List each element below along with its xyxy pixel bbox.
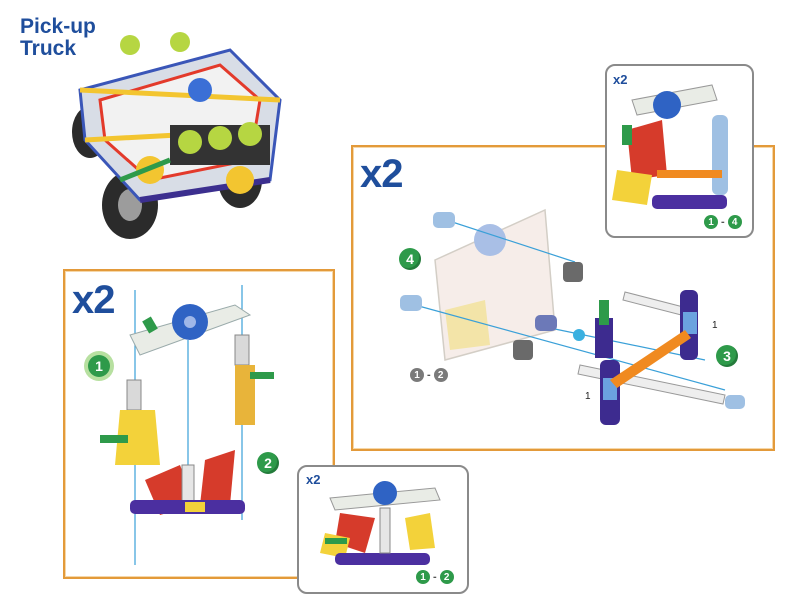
inset-right-range-dash: - bbox=[721, 216, 725, 228]
right-assembly-diagram bbox=[400, 208, 745, 425]
step-3-badge: 3 bbox=[716, 345, 738, 367]
inset-right-range-to: 4 bbox=[727, 215, 742, 229]
inset-left-diagram bbox=[320, 481, 441, 565]
multiplier-left: x2 bbox=[72, 278, 115, 322]
inset-multiplier-right: x2 bbox=[613, 72, 628, 87]
inset-right-diagram bbox=[612, 84, 728, 209]
part-label-a: 1 bbox=[712, 320, 718, 331]
multiplier-right: x2 bbox=[360, 152, 403, 196]
inset-left-step-range: 1 - 2 bbox=[416, 570, 454, 584]
inset-left-range-from: 1 bbox=[416, 570, 430, 584]
ref-range-from: 1 bbox=[410, 368, 424, 382]
page-title: Pick-up Truck bbox=[20, 16, 96, 60]
inset-multiplier-left: x2 bbox=[306, 472, 321, 487]
step-1-badge: 1 bbox=[88, 355, 110, 377]
part-label-b: 1 bbox=[585, 391, 591, 402]
inset-left-range-dash: - bbox=[433, 571, 437, 583]
reference-step-range: 1 - 2 bbox=[410, 368, 448, 382]
inset-right-step-range: 1 - 4 bbox=[704, 215, 742, 229]
truck-illustration bbox=[72, 32, 282, 239]
inset-left-range-to: 2 bbox=[439, 570, 454, 584]
step-4-badge: 4 bbox=[399, 248, 421, 270]
inset-right-range-from: 1 bbox=[704, 215, 718, 229]
left-assembly-diagram bbox=[100, 285, 274, 565]
ref-range-to: 2 bbox=[433, 368, 448, 382]
step-2-badge: 2 bbox=[257, 452, 279, 474]
title-line-2: Truck bbox=[20, 37, 77, 60]
ref-range-dash: - bbox=[427, 369, 431, 381]
title-line-1: Pick-up bbox=[20, 15, 96, 38]
